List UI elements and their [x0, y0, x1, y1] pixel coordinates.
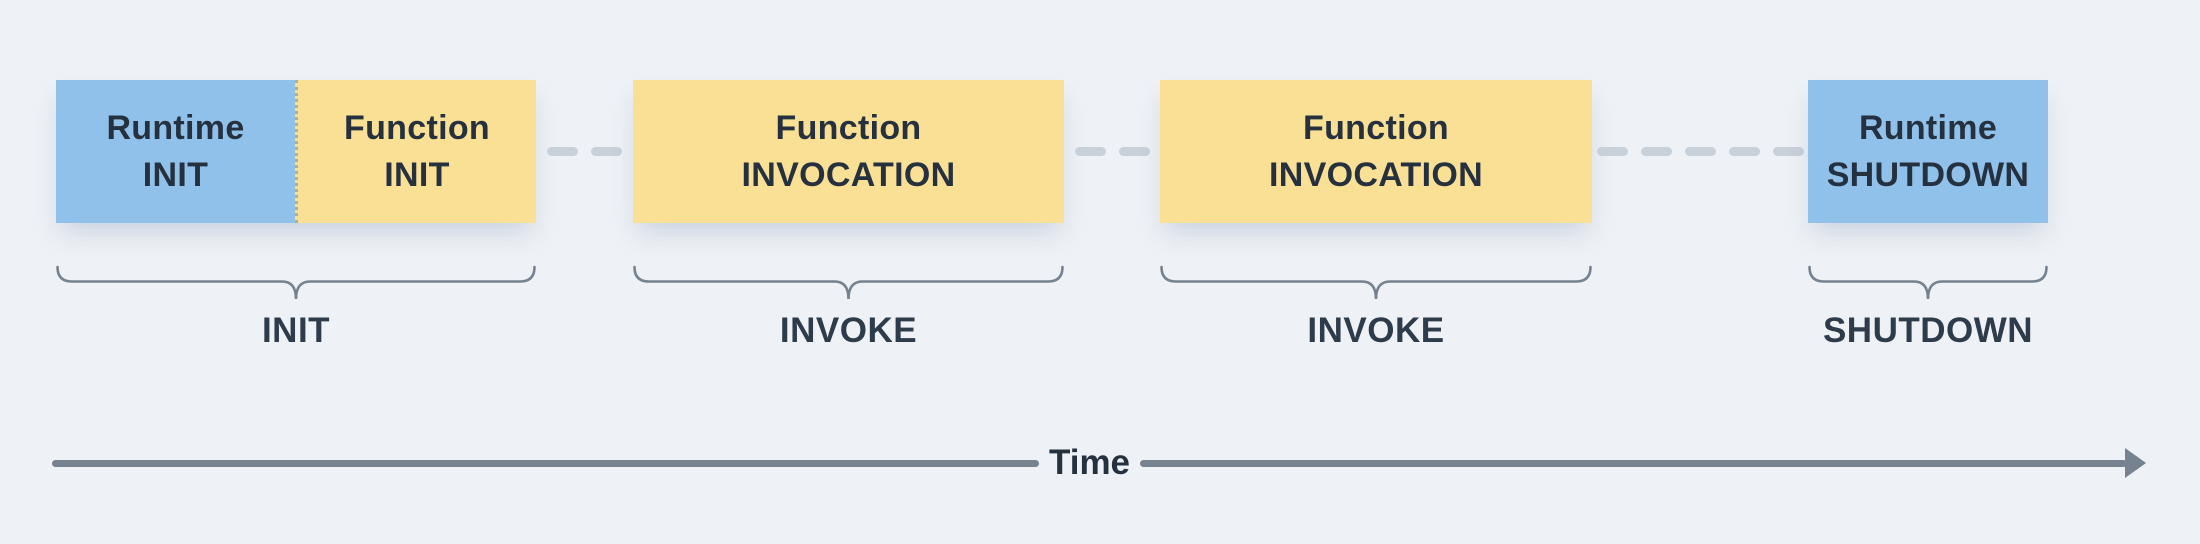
shutdown-phase-label: SHUTDOWN	[1822, 311, 2034, 350]
function-init-block: Function INIT	[295, 80, 536, 223]
runtime-init-line2: INIT	[142, 155, 209, 194]
runtime-init-line1: Runtime	[106, 108, 245, 147]
init-brace	[56, 265, 536, 303]
init-phase-label: INIT	[261, 311, 331, 350]
runtime-init-block: Runtime INIT	[56, 80, 295, 223]
function-invocation-2-line1: Function	[1303, 108, 1449, 147]
connector-dashes-2	[1064, 80, 1160, 223]
time-axis: Time	[52, 443, 2146, 482]
function-invocation-1-line2: INVOCATION	[741, 155, 956, 194]
invoke-2-brace	[1160, 265, 1592, 303]
invoke-2-phase-label: INVOKE	[1307, 311, 1445, 350]
function-invocation-block-1: Function INVOCATION	[633, 80, 1064, 223]
function-invocation-block-2: Function INVOCATION	[1160, 80, 1592, 223]
time-axis-line-right	[1140, 459, 2127, 467]
time-axis-line-left	[52, 459, 1039, 467]
invoke-1-brace	[633, 265, 1064, 303]
time-axis-label: Time	[1048, 443, 1131, 482]
connector-dashes-3	[1592, 80, 1808, 223]
runtime-shutdown-line1: Runtime	[1858, 108, 1998, 147]
invoke-1-phase-label: INVOKE	[779, 311, 918, 350]
time-axis-arrowhead-icon	[2125, 448, 2146, 478]
shutdown-brace	[1808, 265, 2048, 303]
function-init-line2: INIT	[384, 155, 450, 194]
runtime-shutdown-line2: SHUTDOWN	[1826, 155, 2030, 194]
function-invocation-1-line1: Function	[775, 108, 922, 147]
connector-dashes-1	[536, 80, 633, 223]
runtime-shutdown-block: Runtime SHUTDOWN	[1808, 80, 2048, 223]
function-init-line1: Function	[344, 108, 490, 147]
phase-init-block-group: Runtime INIT Function INIT	[56, 80, 536, 223]
function-invocation-2-line2: INVOCATION	[1269, 155, 1483, 194]
